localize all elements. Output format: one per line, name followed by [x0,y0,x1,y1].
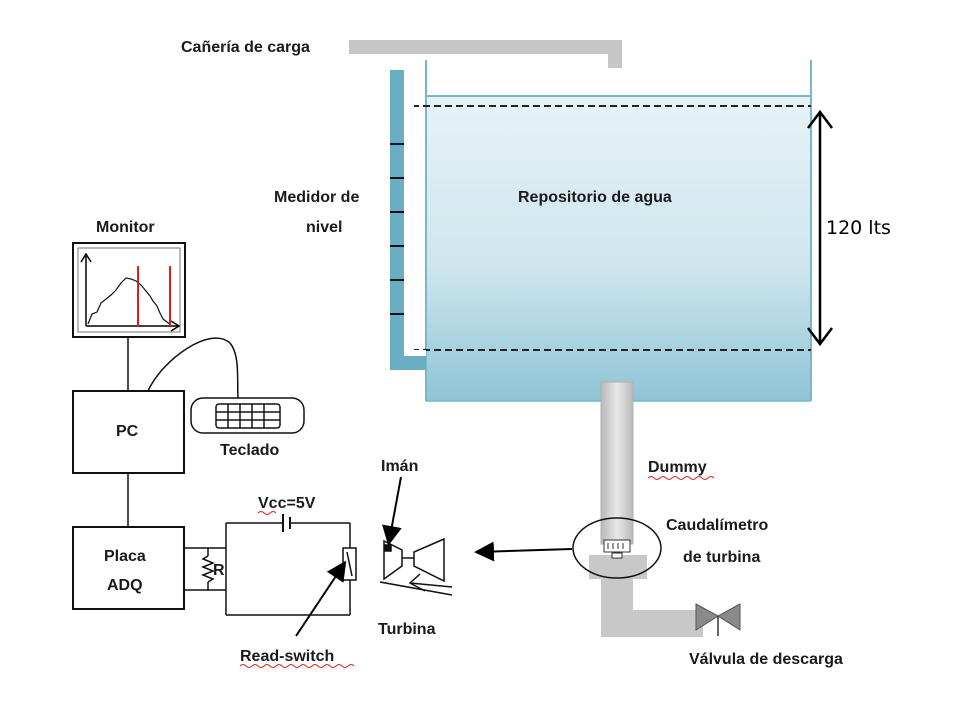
acquisition-board [72,526,185,610]
monitor-label: Monitor [96,219,155,236]
charging-pipe-label: Cañería de carga [181,39,310,56]
turbine-flowmeter [572,517,662,579]
level-gauge-label-line2: nivel [306,219,342,236]
capacity-double-arrow [807,109,833,347]
water-tank [390,60,812,402]
keyboard-cable [147,337,239,399]
turbine-label: Turbina [378,621,436,638]
spellcheck-underline [647,476,715,480]
level-gauge-label-line1: Medidor de [274,189,359,206]
placa-label-line2: ADQ [107,577,143,594]
level-gauge [390,70,426,370]
placa-label-line1: Placa [104,548,146,565]
signal-arrow [474,541,573,562]
read-switch-label: Read-switch [240,648,334,665]
pc-label: PC [116,423,139,440]
vcc-label: Vcc=5V [258,495,316,512]
charging-pipe [349,40,622,68]
keyboard-label: Teclado [220,442,280,459]
monitor [72,242,186,338]
valve-label: Válvula de descarga [689,651,843,668]
turbine-symbol [379,537,453,596]
magnet-pointer-arrow [382,476,402,546]
discharge-valve [695,603,741,636]
discharge-pipe [601,579,703,637]
dummy-label: Dummy [648,459,707,476]
reed-switch-circuit [184,514,357,616]
capacity-label: 120 lts [826,217,891,239]
magnet-label: Imán [381,458,418,475]
flowmeter-label-line2: de turbina [683,549,760,566]
resistor-label: R [213,562,225,579]
pc-box [72,390,185,474]
reed-switch-pointer-arrow [295,560,347,637]
keyboard [190,397,305,434]
spellcheck-underline [257,511,277,515]
dummy-pipe [600,381,634,545]
flowmeter-label-line1: Caudalímetro [666,517,768,534]
monitor-plot-curve [87,277,172,326]
tank-label: Repositorio de agua [518,189,672,206]
spellcheck-underline [239,664,355,668]
